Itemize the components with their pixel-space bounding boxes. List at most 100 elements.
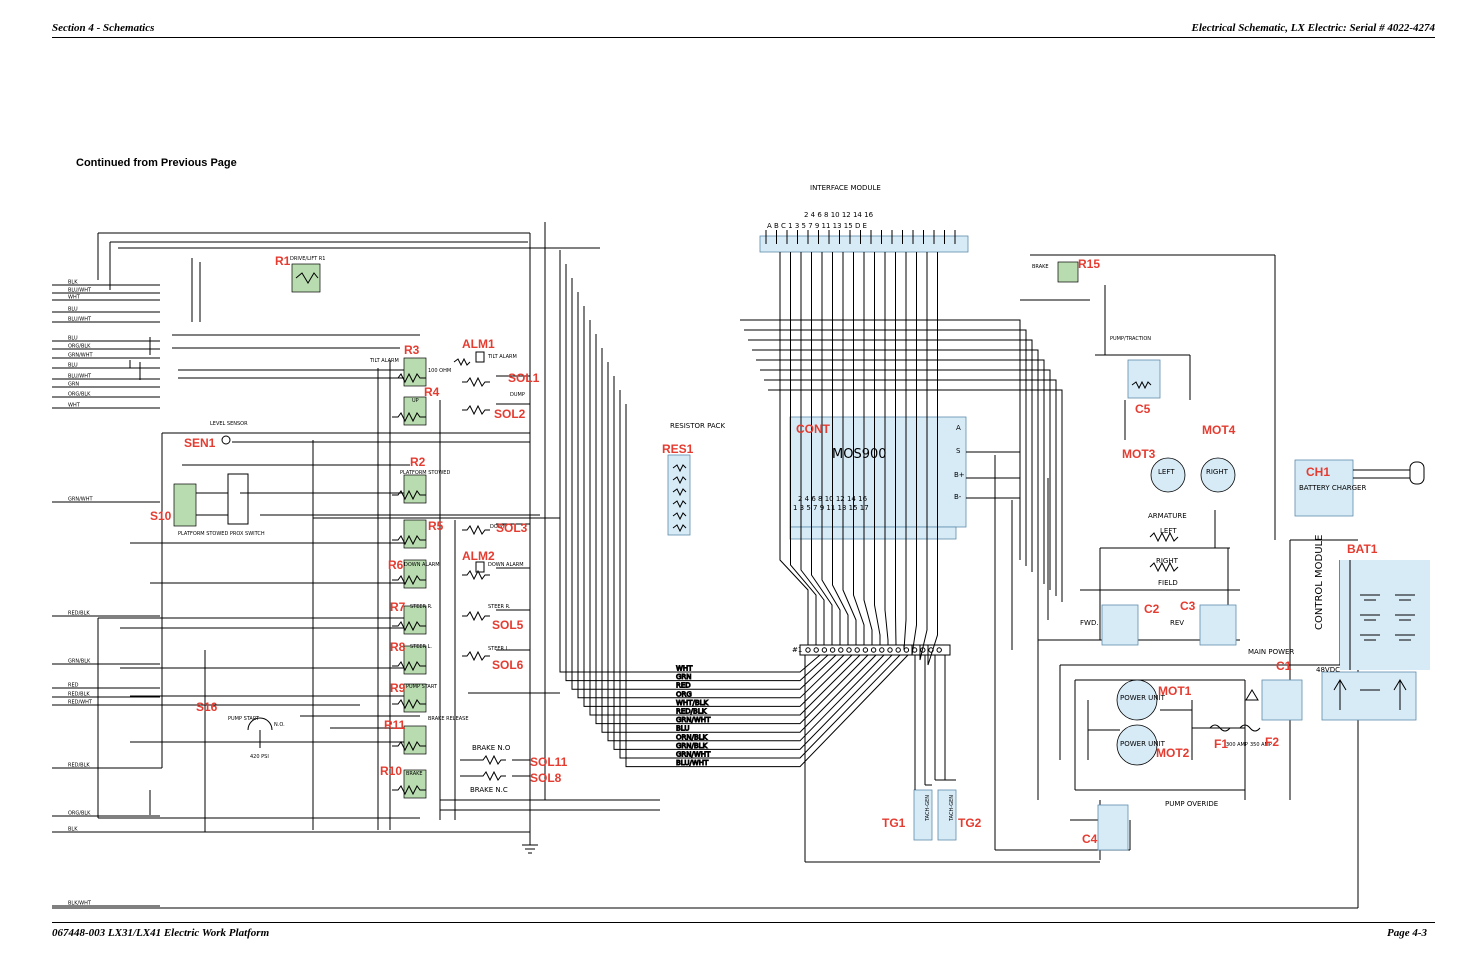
refdes-sol2: SOL2 — [494, 407, 526, 421]
left-wire-label: BLK/WHT — [68, 901, 92, 907]
refdes-c3: C3 — [1180, 599, 1196, 613]
left-bus-lines — [52, 222, 1359, 909]
mot1-label: POWER UNIT — [1120, 694, 1166, 702]
relay-coils — [392, 372, 426, 796]
refdes-sol11: SOL11 — [530, 755, 568, 769]
connector-pin — [838, 647, 844, 653]
mot3-label: LEFT — [1158, 468, 1175, 476]
resistor-pack-label: RESISTOR PACK — [670, 422, 725, 430]
armature-label: ARMATURE — [1148, 512, 1187, 520]
left-wire-label: GRN/BLK — [68, 659, 91, 665]
left-wire-label: RED/BLK — [68, 763, 90, 769]
connector-pin — [846, 647, 852, 653]
bundle-wire-label: WHT — [676, 665, 693, 673]
header-document-title: Electrical Schematic, LX Electric: Seria… — [1191, 22, 1436, 34]
sol6-label: STEER L. — [488, 646, 510, 652]
motor-mot3 — [1150, 457, 1186, 493]
connector-pin — [936, 647, 942, 653]
left-wire-label: GRN/WHT — [68, 497, 93, 503]
resistor-100-ohm: 100 OHM — [428, 368, 451, 374]
refdes-c1: C1 — [1276, 659, 1292, 673]
refdes-tg1: TG1 — [882, 816, 906, 830]
control-module-block — [1321, 671, 1417, 721]
refdes-r2: R2 — [410, 455, 426, 469]
relay-r6 — [403, 559, 427, 589]
refdes-s16: S16 — [196, 700, 218, 714]
connector-pin — [854, 647, 860, 653]
bundle-wire-label: ORN/BLK — [676, 733, 708, 741]
controller-pin-bminus: B- — [954, 493, 962, 501]
refdes-alm1: ALM1 — [462, 337, 495, 351]
refdes-r3: R3 — [404, 343, 420, 357]
c1-label: MAIN POWER — [1248, 648, 1294, 656]
harness-wire — [927, 252, 938, 666]
left-wire-label: BLU — [68, 363, 78, 369]
left-wire-label: BLU/WHT — [68, 288, 92, 294]
footer-rule — [52, 922, 1435, 923]
bundle-wire-label: BLU — [676, 725, 689, 733]
bundle-wire-label: GRN — [676, 673, 692, 681]
contactor-c3 — [1199, 604, 1237, 646]
bundle-wire — [601, 348, 877, 733]
refdes-c5: C5 — [1135, 402, 1151, 416]
r3-label: TILT ALARM — [369, 358, 399, 364]
mot2-label: POWER UNIT — [1120, 740, 1166, 748]
refdes-r9: R9 — [390, 681, 406, 695]
harness-wire — [748, 339, 1033, 572]
r9-label: PUMP START — [406, 684, 438, 690]
sol11-label: BRAKE N.O — [472, 744, 511, 752]
refdes-sol8: SOL8 — [530, 771, 562, 785]
connector-pin — [895, 647, 901, 653]
contactor-c2 — [1101, 604, 1139, 646]
harness-wire — [790, 252, 817, 645]
bat1-voltage: 48VDC — [1316, 666, 1340, 674]
left-wire-label: BLU/WHT — [68, 317, 92, 323]
refdes-r7: R7 — [390, 600, 406, 614]
connector-pin — [903, 647, 910, 653]
harness-wire — [832, 252, 849, 645]
connector-1 — [799, 644, 951, 656]
r6-label: DOWN ALARM — [404, 562, 440, 568]
left-wire-label: RED/BLK — [68, 611, 90, 617]
harness-wire — [903, 252, 907, 651]
left-wire-label: BLU — [68, 336, 78, 342]
tach-gen-leads — [914, 655, 956, 790]
controller-pin-s: S — [956, 447, 961, 455]
header-section-title: Section 4 - Schematics — [52, 22, 155, 34]
solenoid-coils — [460, 375, 530, 782]
relay-r7 — [403, 605, 427, 635]
interface-module-title: INTERFACE MODULE — [810, 184, 881, 192]
field-left-label: LEFT — [1160, 527, 1177, 535]
r8-label: STEER L. — [410, 644, 432, 650]
left-wire-label: BLU/WHT — [68, 374, 92, 380]
interface-module-top-pins: 2 4 6 8 10 12 14 16 — [804, 211, 874, 219]
fuses — [1209, 724, 1261, 732]
left-wire-label: WHT — [68, 403, 81, 409]
alm1-label: TILT ALARM — [487, 354, 517, 360]
refdes-f2: F2 — [1265, 735, 1279, 749]
relay-r4 — [403, 396, 427, 426]
r4-label: UP — [412, 398, 419, 404]
left-wire-label: ORG/BLK — [68, 811, 91, 817]
relay-r5 — [403, 519, 427, 549]
bundle-wire — [565, 264, 829, 682]
harness-wire — [842, 252, 857, 645]
r5-label: DOWN — [490, 524, 507, 530]
s10-label: PLATFORM STOWED PROX SWITCH — [178, 531, 265, 537]
controller-pin-bplus: B+ — [954, 471, 965, 479]
harness-wire — [853, 252, 865, 645]
pump-traction-label: PUMP/TRACTION — [1110, 336, 1151, 342]
harness-wire — [821, 252, 841, 645]
left-wire-label: ORG/BLK — [68, 344, 91, 350]
relay-r8 — [403, 645, 427, 675]
bundle-wire-label: GRN/WHT — [676, 716, 711, 724]
bundle-wire — [595, 334, 869, 725]
brake-r15-label: BRAKE — [1032, 264, 1049, 270]
refdes-s10: S10 — [150, 509, 172, 523]
footer-document: 067448-003 LX31/LX41 Electric Work Platf… — [52, 927, 270, 939]
control-module-label: CONTROL MODULE — [1314, 535, 1325, 630]
harness-wire — [760, 369, 1051, 590]
harness-wire — [863, 252, 873, 645]
field-windings — [1149, 531, 1179, 573]
refdes-mot3: MOT3 — [1122, 447, 1156, 461]
